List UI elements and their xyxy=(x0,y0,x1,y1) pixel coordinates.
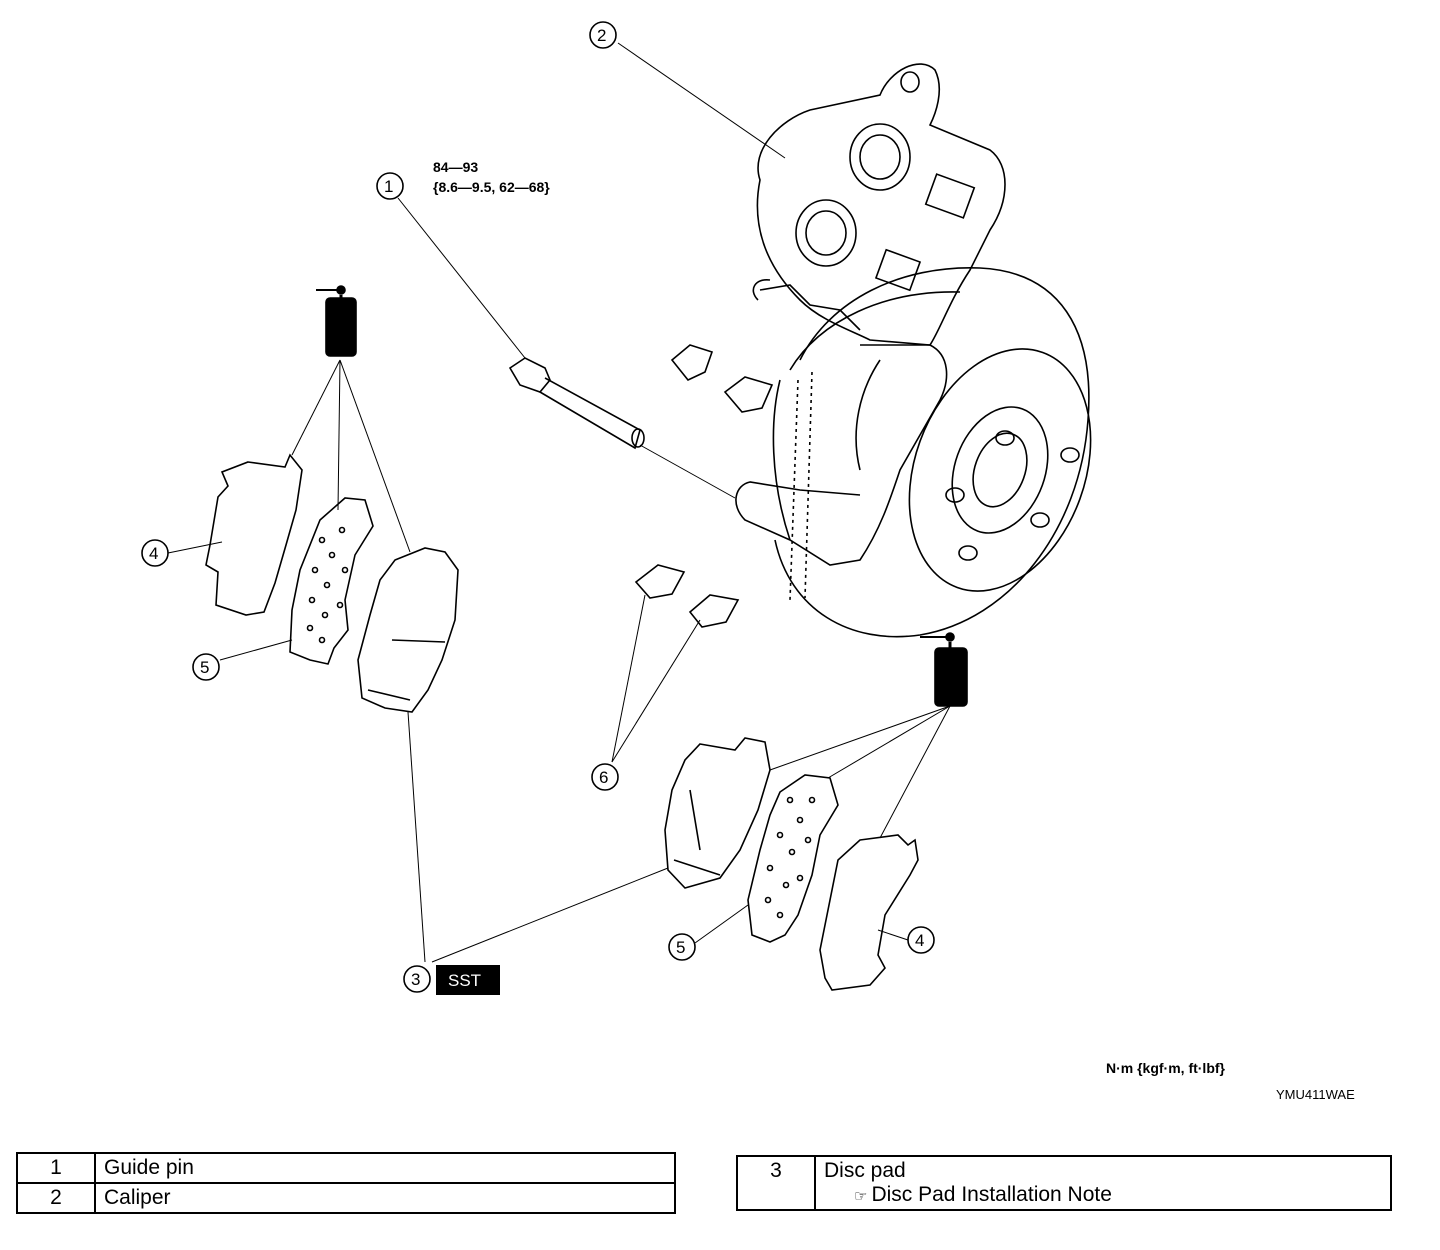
sst-label: SST xyxy=(448,971,481,990)
callout-6: 6 xyxy=(591,763,619,791)
leader-lines xyxy=(167,42,951,963)
callout-4-right: 4 xyxy=(907,926,935,954)
legend-part-name: Guide pin xyxy=(94,1152,676,1184)
svg-text:6: 6 xyxy=(599,768,608,787)
legend-part-name: Caliper xyxy=(94,1182,676,1214)
svg-text:2: 2 xyxy=(597,26,606,45)
callout-2: 2 xyxy=(589,21,617,49)
caliper-drawing xyxy=(735,63,1006,566)
disc-pad-left xyxy=(357,547,459,713)
parts-legend-left: 1 Guide pin 2 Caliper xyxy=(16,1152,676,1214)
parts-legend-right: 3 Disc pad ☞Disc Pad Installation Note xyxy=(736,1155,1392,1211)
grease-tube-icon xyxy=(316,285,357,357)
svg-text:5: 5 xyxy=(676,938,685,957)
svg-text:4: 4 xyxy=(149,544,158,563)
legend-row: 2 Caliper xyxy=(16,1182,676,1214)
guide-pin xyxy=(508,357,645,450)
legend-part-cell: Disc pad ☞Disc Pad Installation Note xyxy=(814,1155,1392,1211)
torque-units: N·m {kgf·m, ft·lbf} xyxy=(1106,1060,1225,1076)
callout-5-right: 5 xyxy=(668,933,696,961)
svg-text:5: 5 xyxy=(200,658,209,677)
shim-right-5 xyxy=(747,774,839,943)
legend-row: 3 Disc pad ☞Disc Pad Installation Note xyxy=(736,1155,1392,1211)
legend-number: 1 xyxy=(16,1152,96,1184)
disc-pad-right xyxy=(664,737,771,889)
installation-note-text: Disc Pad Installation Note xyxy=(871,1183,1112,1206)
svg-text:1: 1 xyxy=(384,177,393,196)
legend-part-name: Disc pad xyxy=(824,1159,906,1182)
pad-clips xyxy=(634,344,774,628)
brake-disc xyxy=(774,267,1092,638)
grease-tube-icon xyxy=(920,632,968,707)
shim-left-5 xyxy=(289,497,374,665)
legend-number: 3 xyxy=(736,1155,816,1211)
callout-5-left: 5 xyxy=(192,653,220,681)
callout-1: 1 xyxy=(376,172,404,200)
reference-arrow-icon: ☞ xyxy=(854,1188,868,1205)
torque-line-2: {8.6—9.5, 62—68} xyxy=(433,179,550,195)
legend-number: 2 xyxy=(16,1182,96,1214)
torque-line-1: 84—93 xyxy=(433,159,478,175)
callout-4-left: 4 xyxy=(141,539,169,567)
svg-text:3: 3 xyxy=(411,970,420,989)
figure-code: YMU411WAE xyxy=(1276,1087,1355,1102)
torque-spec: 84—93 {8.6—9.5, 62—68} xyxy=(433,159,550,195)
callout-3: 3 SST xyxy=(403,965,500,995)
shim-left-4 xyxy=(205,453,303,616)
installation-note-link[interactable]: ☞Disc Pad Installation Note xyxy=(824,1183,1382,1207)
svg-text:4: 4 xyxy=(915,931,924,950)
shim-right-4 xyxy=(819,834,919,991)
legend-row: 1 Guide pin xyxy=(16,1152,676,1184)
brake-exploded-diagram: 2 1 4 5 6 5 4 3 SST 84—93 {8.6—9.5, 62—6… xyxy=(141,21,1092,995)
